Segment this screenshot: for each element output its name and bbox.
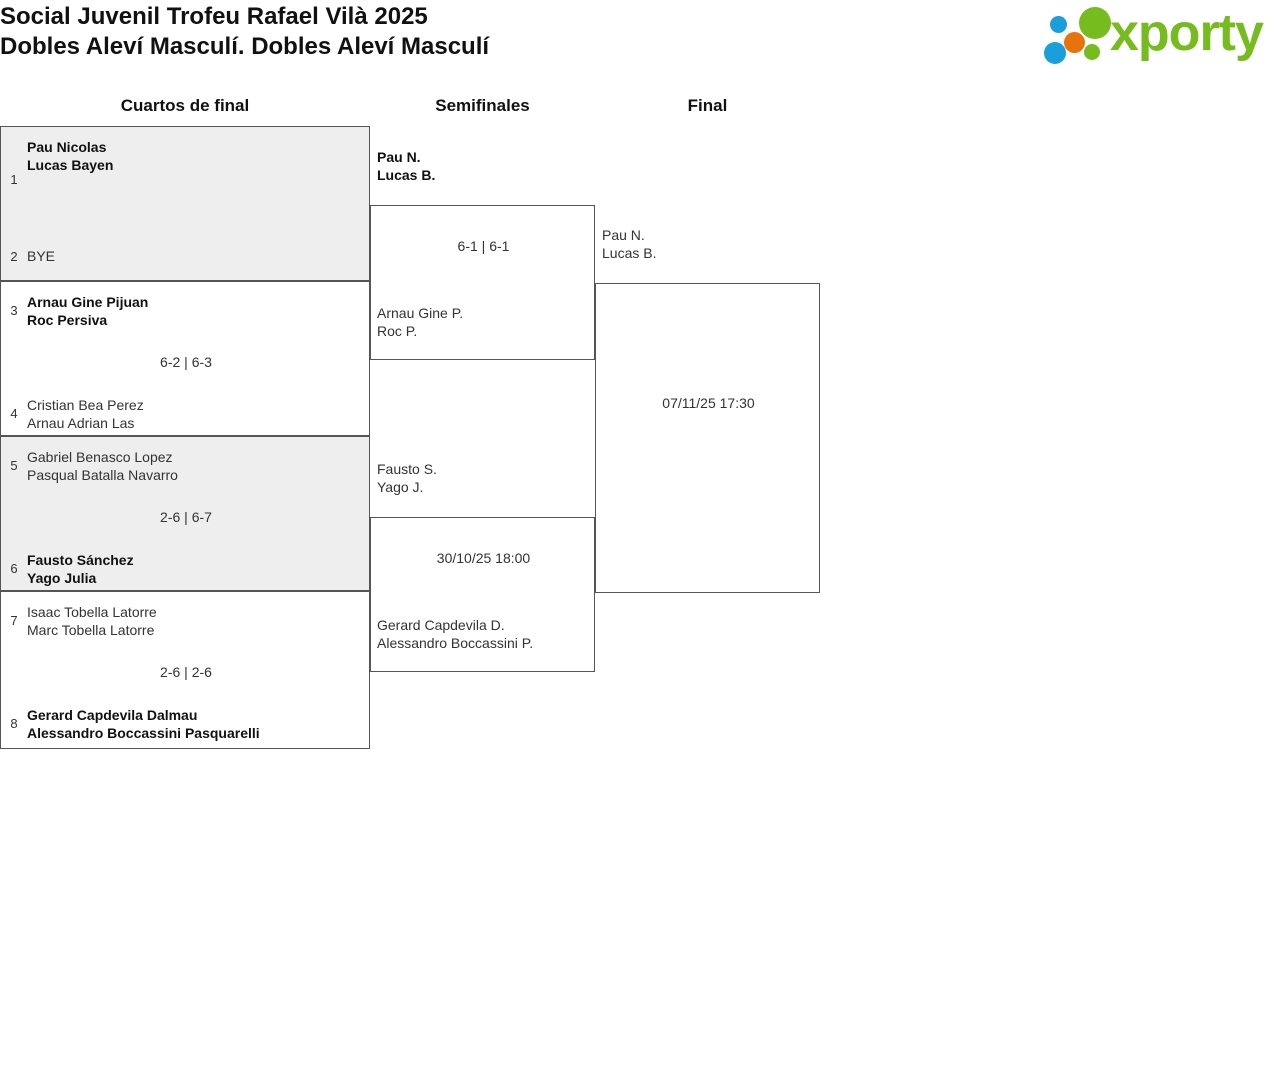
final-team-top: Pau N. Lucas B. (602, 227, 657, 261)
seed-number: 2 (10, 249, 18, 264)
team-name-bottom: Cristian Bea Perez Arnau Adrian Las (27, 397, 144, 431)
semifinal-2-team-top: Fausto S. Yago J. (377, 461, 437, 495)
seed-number: 8 (10, 716, 18, 731)
seed-number: 6 (10, 561, 18, 576)
semifinal-1-team-top: Pau N. Lucas B. (377, 149, 436, 183)
team-name-top: Arnau Gine Pijuan Roc Persiva (27, 294, 149, 328)
match-schedule: 30/10/25 18:00 (436, 550, 531, 566)
seed-number: 1 (10, 172, 18, 187)
match-score: 6-1 | 6-1 (457, 238, 510, 254)
tournament-category: Dobles Aleví Masculí. Dobles Aleví Mascu… (0, 33, 490, 60)
semifinal-2-team-bottom: Gerard Capdevila D. Alessandro Boccassin… (377, 617, 534, 651)
logo-dots-icon (1044, 4, 1120, 66)
seed-number: 7 (10, 613, 18, 628)
semifinal-1-team-bottom: Arnau Gine P. Roc P. (377, 305, 464, 339)
seed-number: 4 (10, 406, 18, 421)
team-name-top: Isaac Tobella Latorre Marc Tobella Lator… (27, 604, 157, 638)
logo-wordmark: xporty (1110, 4, 1264, 62)
team-name-bottom: Gerard Capdevila Dalmau Alessandro Bocca… (27, 707, 260, 741)
logo-dot-green-small-icon (1084, 44, 1100, 60)
match-box-semifinal-2[interactable]: 30/10/25 18:00 Gerard Capdevila D. Aless… (370, 517, 595, 672)
team-name-bottom: BYE (27, 248, 56, 264)
page-title: Social Juvenil Trofeu Rafael Vilà 2025 D… (0, 2, 900, 62)
match-score: 2-6 | 2-6 (160, 664, 212, 680)
round-header-quarterfinals: Cuartos de final (120, 96, 250, 115)
team-name-bottom: Fausto Sánchez Yago Julia (27, 552, 134, 586)
logo-dot-green-large-icon (1079, 7, 1111, 39)
match-score: 2-6 | 6-7 (160, 509, 212, 525)
round-header-semifinals: Semifinales (435, 96, 530, 115)
round-header-final: Final (687, 96, 728, 115)
match-box-quarterfinal-2[interactable]: 3 Arnau Gine Pijuan Roc Persiva 6-2 | 6-… (0, 281, 370, 436)
xporty-logo[interactable]: xporty (1044, 4, 1276, 66)
seed-number: 5 (10, 458, 18, 473)
logo-dot-blue-top-icon (1050, 16, 1067, 33)
match-score: 6-2 | 6-3 (160, 354, 212, 370)
logo-dot-orange-icon (1064, 32, 1085, 53)
team-name-top: Pau Nicolas Lucas Bayen (27, 139, 114, 173)
page-header: Social Juvenil Trofeu Rafael Vilà 2025 D… (0, 0, 1280, 78)
match-box-final[interactable]: 07/11/25 17:30 (595, 283, 820, 593)
logo-dot-blue-bottom-icon (1044, 42, 1066, 64)
match-box-quarterfinal-3[interactable]: 5 Gabriel Benasco Lopez Pasqual Batalla … (0, 436, 370, 591)
tournament-name: Social Juvenil Trofeu Rafael Vilà 2025 (0, 3, 428, 30)
match-schedule: 07/11/25 17:30 (662, 395, 755, 411)
match-box-quarterfinal-4[interactable]: 7 Isaac Tobella Latorre Marc Tobella Lat… (0, 591, 370, 749)
team-name-top: Gabriel Benasco Lopez Pasqual Batalla Na… (27, 449, 178, 483)
seed-number: 3 (10, 303, 18, 318)
match-box-quarterfinal-1[interactable]: 1 Pau Nicolas Lucas Bayen 2 BYE (0, 126, 370, 281)
match-box-semifinal-1[interactable]: 6-1 | 6-1 Arnau Gine P. Roc P. (370, 205, 595, 360)
